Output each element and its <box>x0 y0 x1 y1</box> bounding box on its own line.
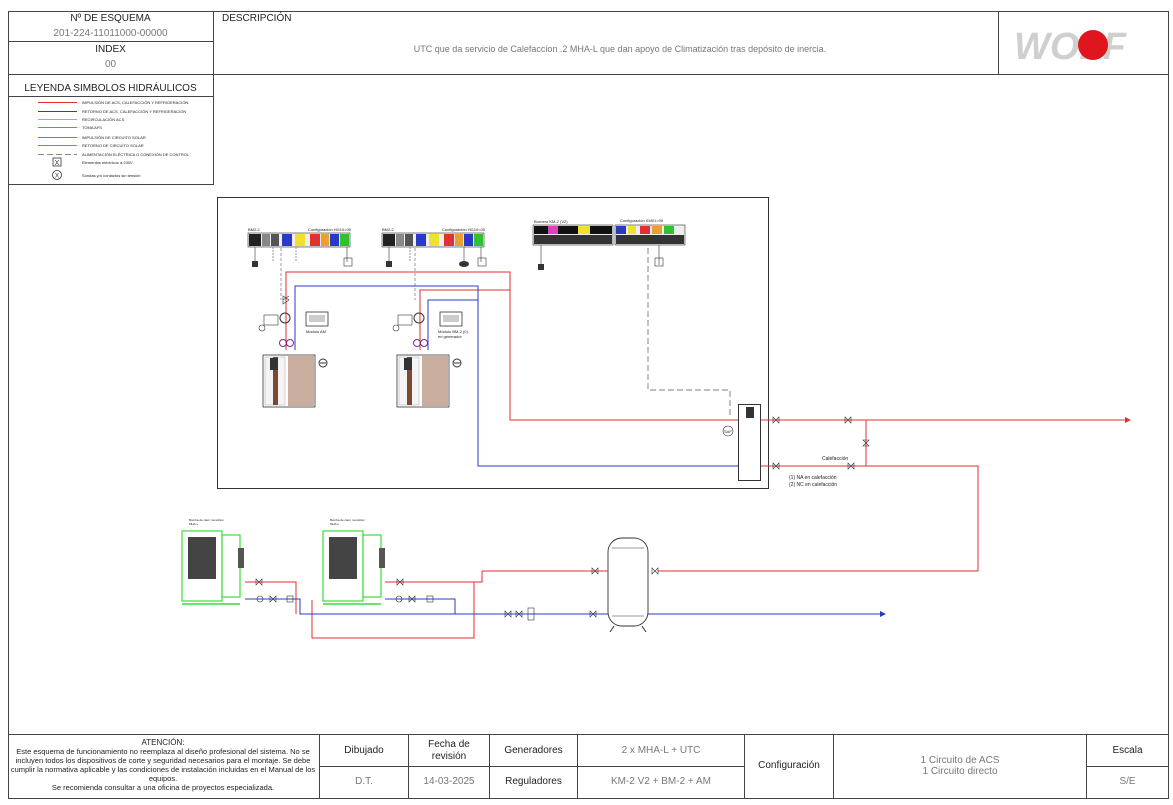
svg-text:X: X <box>55 174 59 180</box>
note-1: (1) NA en calefacción <box>789 475 837 481</box>
configuration-value-1: 1 Circuito de ACS <box>920 755 1000 766</box>
outdoor-unit-2-model: MHA-L <box>330 522 340 526</box>
regulators-value: KM-2 V2 + BM-2 + AM <box>610 776 712 787</box>
scheme-number-value: 201-224-11011000-00000 <box>53 28 168 39</box>
svg-text:X: X <box>55 160 60 167</box>
outdoor-unit-1-model: MHA-L <box>189 522 199 526</box>
legend-item-probes: Sondas y/o contactos sin tensión <box>82 173 141 178</box>
module-1-config: Configuración HG10=00 <box>308 227 352 232</box>
generators-value: 2 x MHA-L + UTC <box>621 745 701 756</box>
legend-item-solar-supply: IMPULSIÓN DE CIRCUITO SOLAR <box>82 135 146 140</box>
km-label: Bornero KM-2 (V2) <box>534 219 568 224</box>
terminal-strip-2 <box>381 232 487 267</box>
drawn-value: D.T. <box>355 776 373 787</box>
outdoor-unit-2 <box>322 530 385 605</box>
module-2-components <box>392 311 463 408</box>
module-1-components <box>258 295 329 408</box>
heating-label: Calefacción <box>822 456 849 462</box>
outdoor-unit-1-label: Bomba de calor monobloc <box>189 518 224 522</box>
monitor-2-label: Módulo BM-2 (0) en generador <box>438 329 468 339</box>
attention-title: ATENCIÓN: <box>141 738 185 747</box>
terminal-strip-1 <box>247 232 353 267</box>
module-2-config: Configuración HG10=00 <box>442 227 486 232</box>
legend-item-afs: TOMA AFS <box>82 125 102 130</box>
terminal-strip-km <box>532 224 686 270</box>
legend-item-return: RETORNO DE ACS, CALEFACCIÓN Y REFRIGERAC… <box>82 109 187 114</box>
module-2-label: BM2-2 <box>382 227 394 232</box>
legend-title: LEYENDA SIMBOLOS HIDRÁULICOS <box>24 83 197 94</box>
index-value: 00 <box>104 59 117 70</box>
legend-lines: X X <box>38 102 77 180</box>
revision-value: 14-03-2025 <box>423 776 475 787</box>
description-label: DESCRIPCIÓN <box>222 13 292 24</box>
drawn-label: Dibujado <box>344 745 384 756</box>
sensor-label: SAF <box>724 429 732 434</box>
wolf-logo: WOLF <box>1012 23 1146 67</box>
configuration-label: Configuración <box>758 760 820 771</box>
configuration-value-2: 1 Circuito directo <box>922 766 998 777</box>
scheme-number-label: Nº DE ESQUEMA <box>70 13 151 24</box>
generators-label: Generadores <box>504 745 563 756</box>
scale-value: S/E <box>1119 776 1136 787</box>
regulators-label: Reguladores <box>505 776 562 787</box>
description-value: UTC que da servicio de Calefaccion .2 MH… <box>413 44 827 54</box>
module-1-label: BM2-2 <box>248 227 260 232</box>
legend-item-recirc: RECIRCULACIÓN ACS <box>82 117 125 122</box>
monitor-1-label: Módulo AM <box>306 329 327 334</box>
legend-item-electric: Elementos eléctricos a 230V <box>82 160 133 165</box>
logo-text: WOLF <box>1014 26 1128 67</box>
note-2: (2) NC en calefacción <box>789 482 838 488</box>
km-config: Configuración KM01=09 <box>620 218 664 223</box>
revision-label: Fecha de revisión <box>428 739 470 762</box>
legend-item-solar-return: RETORNO DE CIRCUITO SOLAR <box>82 143 144 148</box>
scale-label: Escala <box>1112 745 1143 756</box>
legend-item-supply: IMPULSIÓN DE ACS, CALEFACCIÓN Y REFRIGER… <box>82 100 189 105</box>
attention-text-2: Se recomienda consultar a una oficina de… <box>51 783 275 792</box>
outdoor-unit-1 <box>181 530 244 605</box>
outdoor-unit-2-label: Bomba de calor monobloc <box>330 518 365 522</box>
legend-item-control: ALIMENTACIÓN ELÉCTRICA O CONEXIÓN DE CON… <box>82 152 190 157</box>
attention-text: Este esquema de funcionamiento no reempl… <box>10 747 316 783</box>
index-label: INDEX <box>95 44 126 55</box>
